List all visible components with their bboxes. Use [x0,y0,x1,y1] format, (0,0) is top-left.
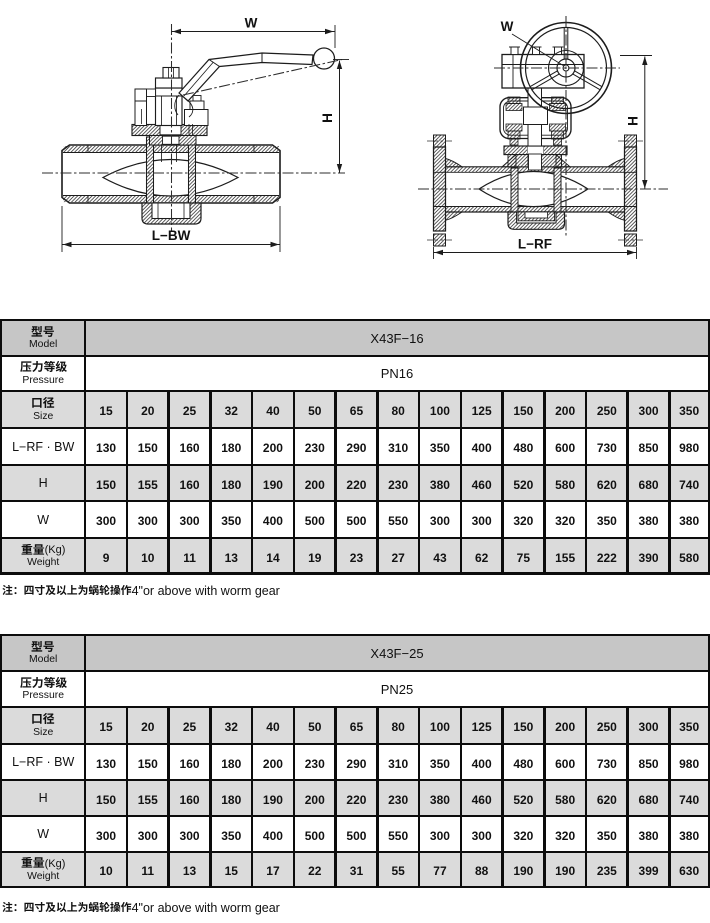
svg-text:H: H [626,116,641,126]
svg-text:L−RF: L−RF [518,237,552,252]
svg-text:L−BW: L−BW [152,228,191,243]
svg-text:W: W [501,19,514,34]
svg-text:W: W [245,16,258,31]
svg-text:H: H [320,113,335,123]
